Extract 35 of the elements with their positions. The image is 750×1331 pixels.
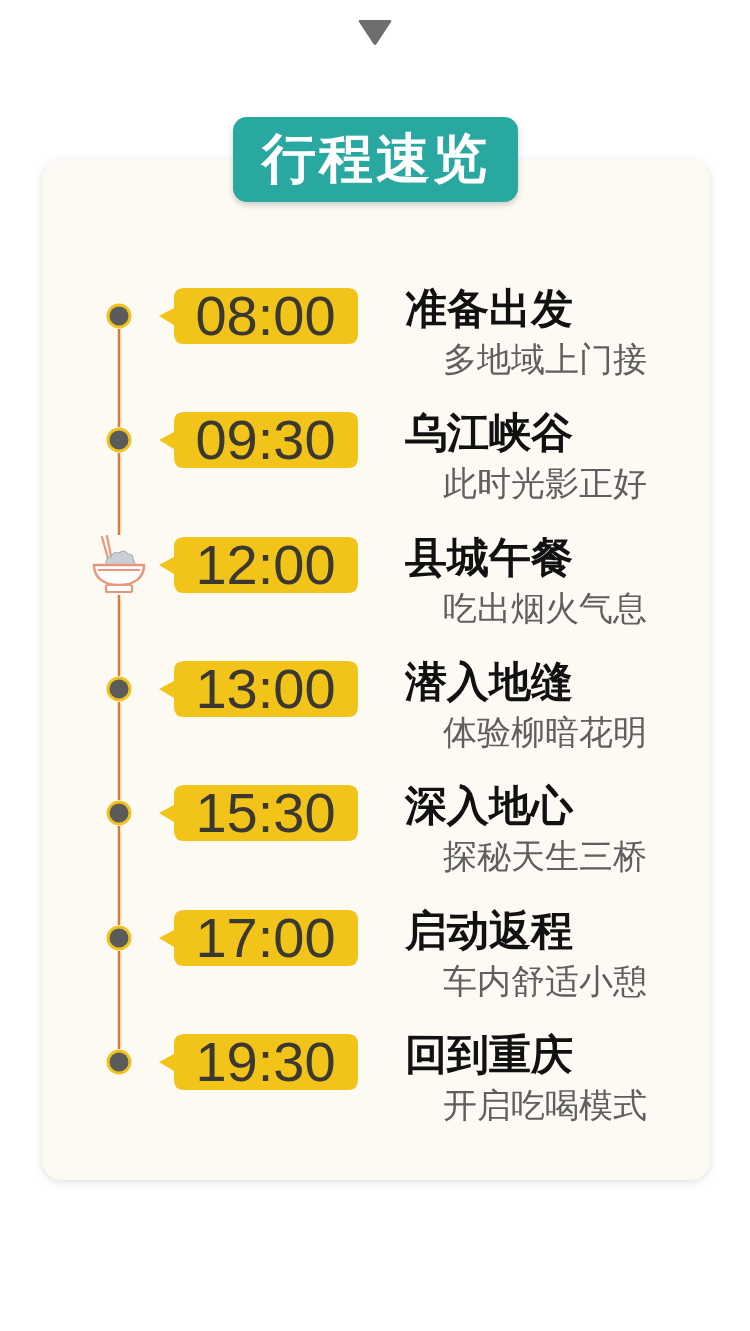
time-bubble: 17:00 [158, 910, 358, 966]
step-heading: 准备出发 [405, 285, 573, 333]
time-bubble: 19:30 [158, 1034, 358, 1090]
timeline-line [117, 951, 121, 1049]
time-bubble: 09:30 [158, 412, 358, 468]
step-heading: 县城午餐 [405, 534, 573, 582]
step-note: 体验柳暗花明 [443, 713, 647, 751]
time-bubble: 15:30 [158, 785, 358, 841]
timeline-dot [106, 427, 132, 453]
timeline-line [117, 826, 121, 925]
step-heading: 启动返程 [405, 907, 573, 955]
time-bubble: 12:00 [158, 537, 358, 593]
title-banner: 行程速览 [233, 117, 518, 202]
timeline-dot [106, 1049, 132, 1075]
step-note: 车内舒适小憩 [443, 962, 647, 1000]
step-note: 多地域上门接 [443, 340, 647, 378]
step-note: 吃出烟火气息 [443, 589, 647, 627]
timeline-line [117, 329, 121, 427]
timeline-dot [106, 800, 132, 826]
step-note: 探秘天生三桥 [443, 837, 647, 875]
step-note: 开启吃喝模式 [443, 1086, 647, 1124]
step-note: 此时光影正好 [443, 464, 647, 502]
timeline-line [117, 453, 121, 535]
timeline-dot [106, 676, 132, 702]
step-heading: 潜入地缝 [405, 658, 573, 706]
bowl-icon [91, 535, 147, 595]
timeline-dot [106, 303, 132, 329]
time-bubble: 13:00 [158, 661, 358, 717]
timeline-line [117, 702, 121, 800]
step-heading: 乌江峡谷 [405, 409, 573, 457]
time-bubble: 08:00 [158, 288, 358, 344]
timeline-line [117, 595, 121, 676]
step-heading: 深入地心 [405, 782, 573, 830]
timeline-dot [106, 925, 132, 951]
step-heading: 回到重庆 [405, 1031, 573, 1079]
